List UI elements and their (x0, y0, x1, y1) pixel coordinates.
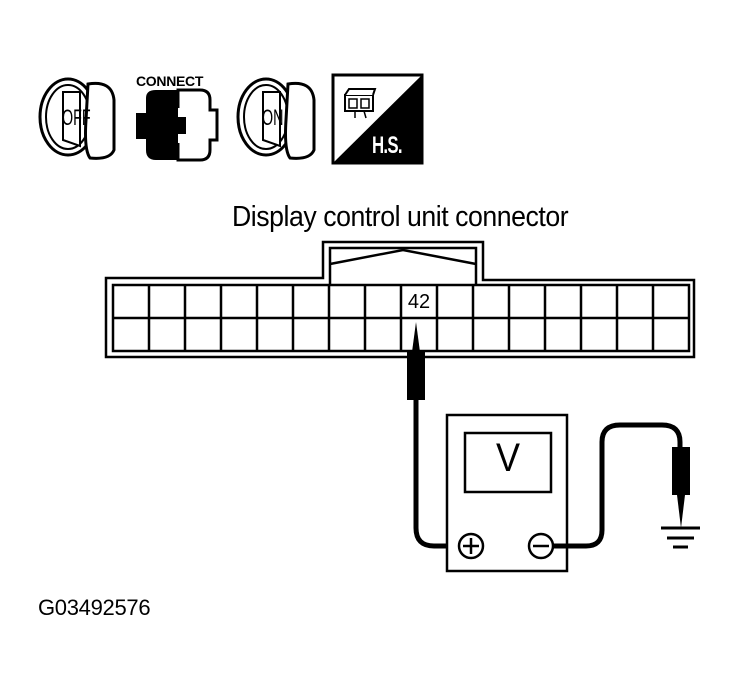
voltmeter (445, 413, 569, 573)
connector-connect-icon (136, 88, 219, 162)
ground-symbol-icon (661, 526, 700, 549)
pin-42-label: 42 (407, 291, 431, 313)
figure-code: G03492576 (38, 595, 151, 620)
positive-test-probe (407, 322, 425, 400)
negative-terminal-icon (527, 532, 555, 560)
ignition-key-on-icon (236, 77, 316, 160)
negative-lead-wire (553, 422, 683, 549)
ignition-on-label: ON (262, 105, 284, 130)
ignition-key-off-icon (38, 77, 116, 160)
meter-display: V (495, 436, 521, 480)
harness-side-connector-icon (331, 73, 424, 165)
negative-test-probe (672, 447, 690, 528)
harness-side-label: H.S. (372, 132, 403, 159)
ignition-off-label: OFF (62, 105, 91, 130)
connector-body (104, 240, 696, 359)
connector-title: Display control unit connector (231, 201, 569, 233)
positive-terminal-icon (457, 532, 485, 560)
positive-lead-wire (413, 400, 458, 549)
connect-label: CONNECT (136, 73, 204, 89)
